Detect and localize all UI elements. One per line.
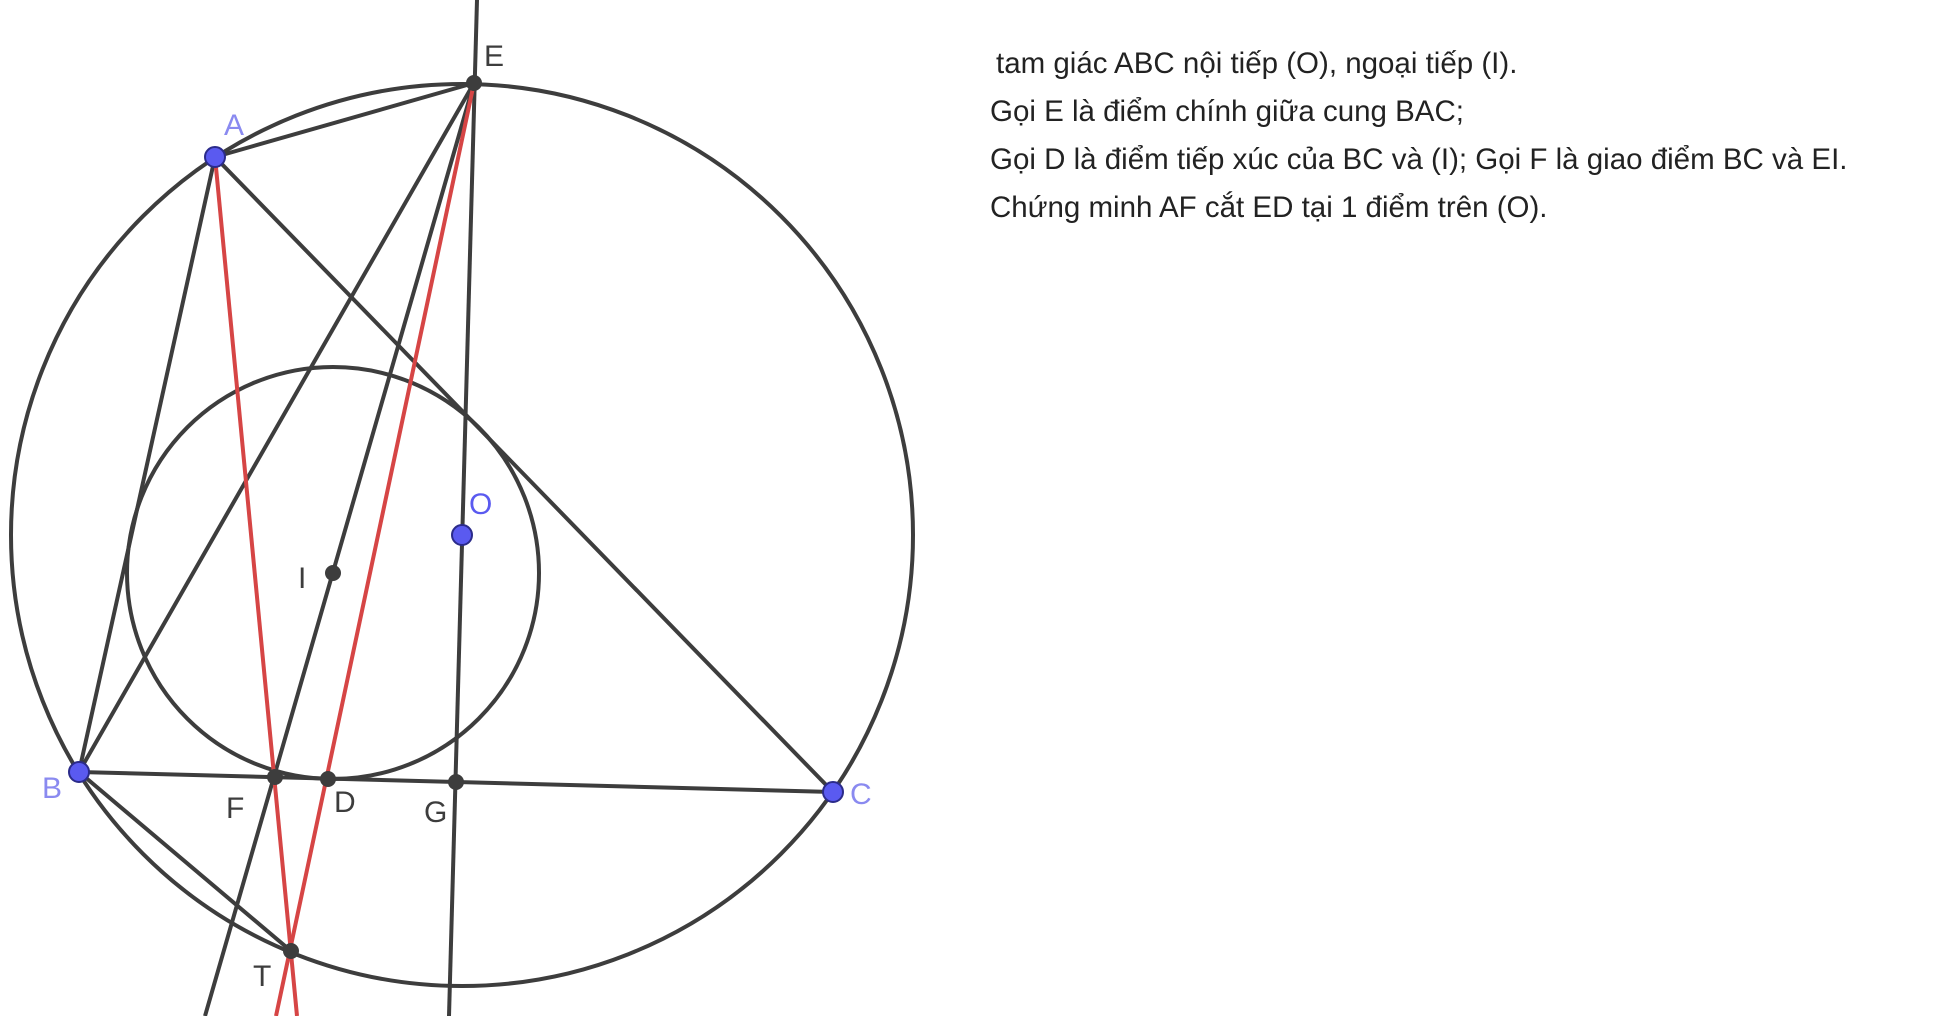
line-eo-perpendicular — [447, 0, 479, 1016]
segment-be — [77, 82, 476, 773]
label-d: D — [334, 786, 356, 819]
point-b[interactable] — [68, 761, 90, 783]
label-t: T — [253, 960, 271, 993]
segment-ae — [214, 81, 475, 159]
problem-line-4: Chứng minh AF cắt ED tại 1 điểm trên (O)… — [990, 191, 1548, 224]
label-i: I — [298, 562, 306, 595]
point-f — [267, 769, 283, 785]
problem-line-3: Gọi D là điểm tiếp xúc của BC và (I); Gọ… — [990, 143, 1848, 176]
line-ei — [203, 82, 476, 1016]
label-b: B — [42, 772, 62, 805]
point-o[interactable] — [451, 524, 473, 546]
label-c: C — [850, 778, 872, 811]
label-e: E — [484, 40, 504, 73]
point-d — [320, 771, 336, 787]
label-g: G — [424, 796, 447, 829]
label-o: O — [469, 488, 492, 521]
problem-line-1: tam giác ABC nội tiếp (O), ngoại tiếp (I… — [996, 47, 1518, 80]
segment-bt — [77, 770, 293, 953]
line-af-red — [213, 156, 299, 1016]
point-a[interactable] — [204, 146, 226, 168]
label-a: A — [224, 109, 244, 142]
circumcircle-o — [9, 82, 915, 988]
point-e — [466, 75, 482, 91]
point-g — [448, 774, 464, 790]
problem-line-2: Gọi E là điểm chính giữa cung BAC; — [990, 95, 1464, 128]
point-i — [325, 565, 341, 581]
problem-statement: tam giác ABC nội tiếp (O), ngoại tiếp (I… — [990, 40, 1930, 232]
point-c[interactable] — [822, 781, 844, 803]
segment-ac — [213, 155, 835, 794]
point-t — [283, 943, 299, 959]
label-f: F — [226, 792, 244, 825]
line-ed-red — [274, 82, 476, 1016]
segment-ab — [77, 156, 217, 773]
